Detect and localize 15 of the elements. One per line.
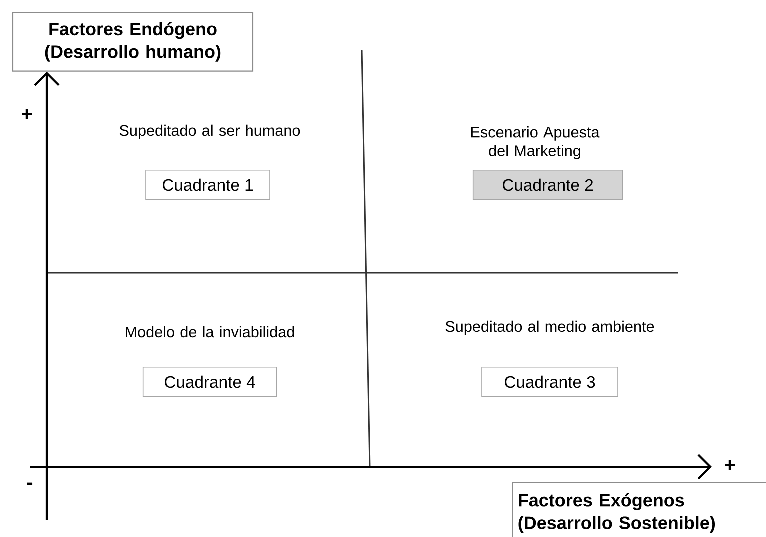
- quadrant-heading: Supeditado al medio ambiente: [446, 320, 654, 336]
- quadrant-box: Cuadrante 1: [146, 170, 270, 200]
- quadrant-heading: Escenario Apuesta del Marketing: [471, 126, 600, 160]
- axis-title-box: Factores Endógeno (Desarrollo humano): [12, 12, 254, 72]
- quadrant-box: Cuadrante 4: [142, 366, 278, 398]
- quadrant-box: Cuadrante 3: [482, 366, 618, 398]
- axis-arrow: [30, 454, 712, 480]
- axis-arrow: [34, 72, 60, 520]
- quadrant-heading: Modelo de la inviabilidad: [126, 326, 294, 338]
- quadrant-heading: Supeditado al ser humano: [120, 124, 300, 140]
- sign-label: +: [22, 109, 32, 120]
- quadrant-box: Cuadrante 2: [472, 170, 624, 200]
- sign-label: +: [725, 460, 736, 470]
- axis-title-box: Factores Exógenos (Desarrollo Sostenible): [512, 482, 766, 537]
- sign-label: -: [27, 482, 33, 486]
